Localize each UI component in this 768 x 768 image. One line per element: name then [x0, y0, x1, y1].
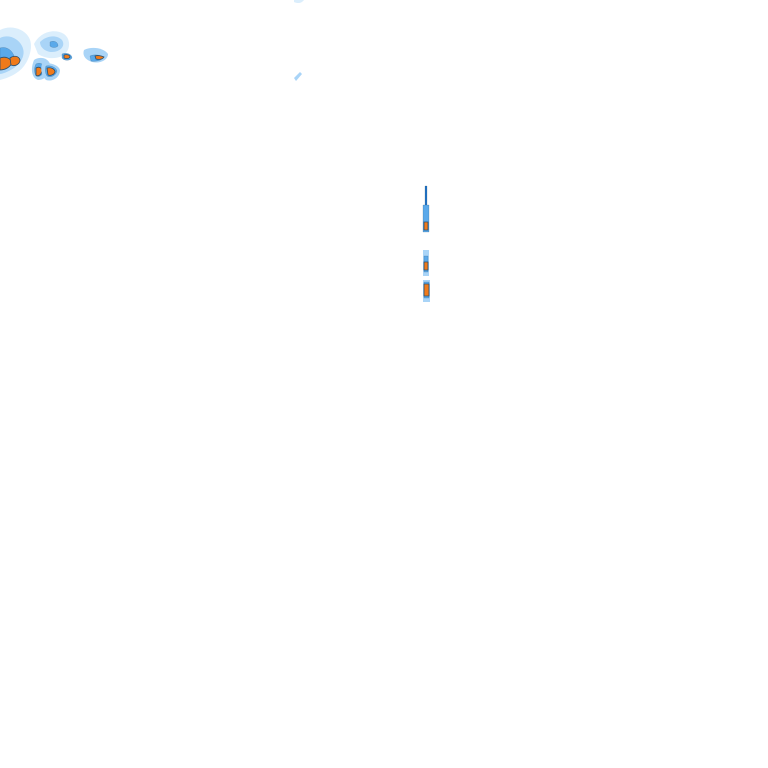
precip-intense-cell	[63, 54, 71, 60]
precip-intense-cell	[94, 55, 105, 60]
precip-intense-cell	[423, 283, 430, 297]
precip-band-central	[422, 185, 430, 302]
precip-intense-cell	[46, 67, 56, 76]
precip-intense-cell	[9, 55, 21, 67]
precip-moderate-area	[49, 41, 59, 48]
precip-intense-cell	[423, 261, 429, 271]
precip-intense-cell	[423, 221, 429, 231]
precip-very-light-area	[294, 0, 304, 4]
precip-light-area	[294, 72, 302, 81]
precip-cluster-northwest	[0, 0, 304, 81]
